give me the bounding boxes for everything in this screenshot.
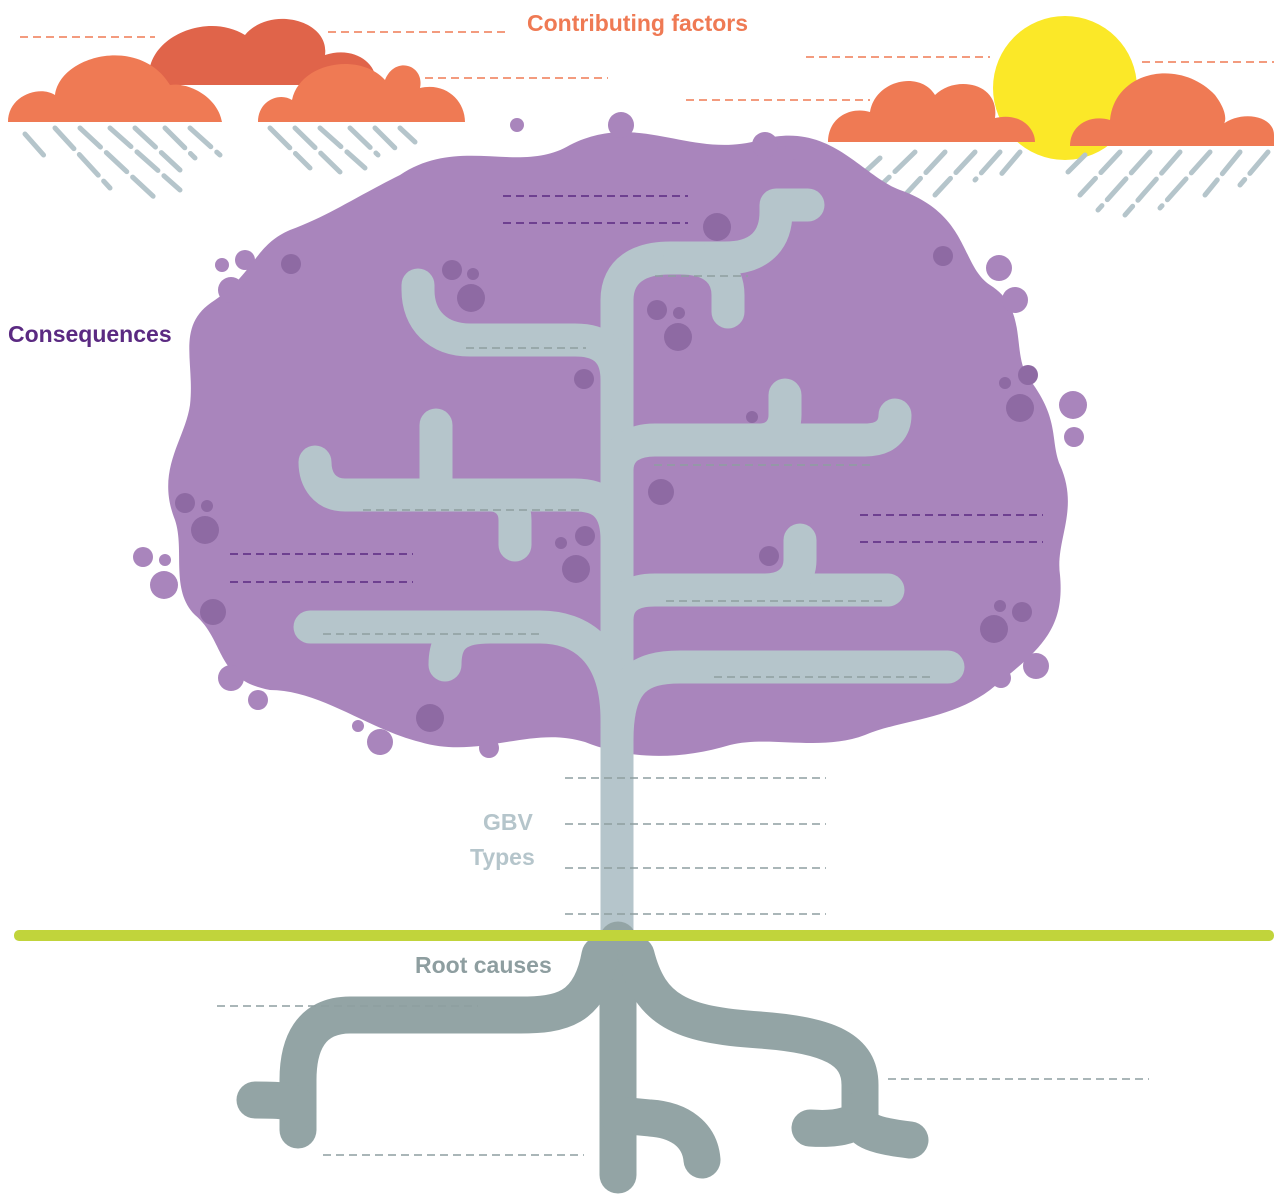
- gbv-label: GBV: [483, 809, 533, 835]
- root-causes-label: Root causes: [415, 952, 552, 978]
- types-label: Types: [470, 844, 535, 870]
- ground-line-icon: [14, 930, 1274, 941]
- rain-icon: [22, 125, 418, 201]
- canopy-dots-dark: [175, 213, 1038, 732]
- tree-trunk-icon: [293, 188, 965, 957]
- rain-cloud-icon: [828, 73, 1274, 146]
- blank-lines-orange: [20, 31, 1274, 101]
- left-clouds: [8, 18, 465, 201]
- consequences-label: Consequences: [8, 321, 172, 347]
- rain-cloud-icon: [8, 18, 465, 122]
- right-clouds: [828, 16, 1274, 218]
- rain-icon: [862, 149, 1271, 218]
- roots-icon: [236, 921, 929, 1194]
- canopy-dots: [133, 112, 1087, 758]
- blank-lines-purple: [230, 195, 1043, 583]
- contributing-factors-label: Contributing factors: [527, 10, 749, 36]
- blank-lines-grey: [217, 275, 1149, 1156]
